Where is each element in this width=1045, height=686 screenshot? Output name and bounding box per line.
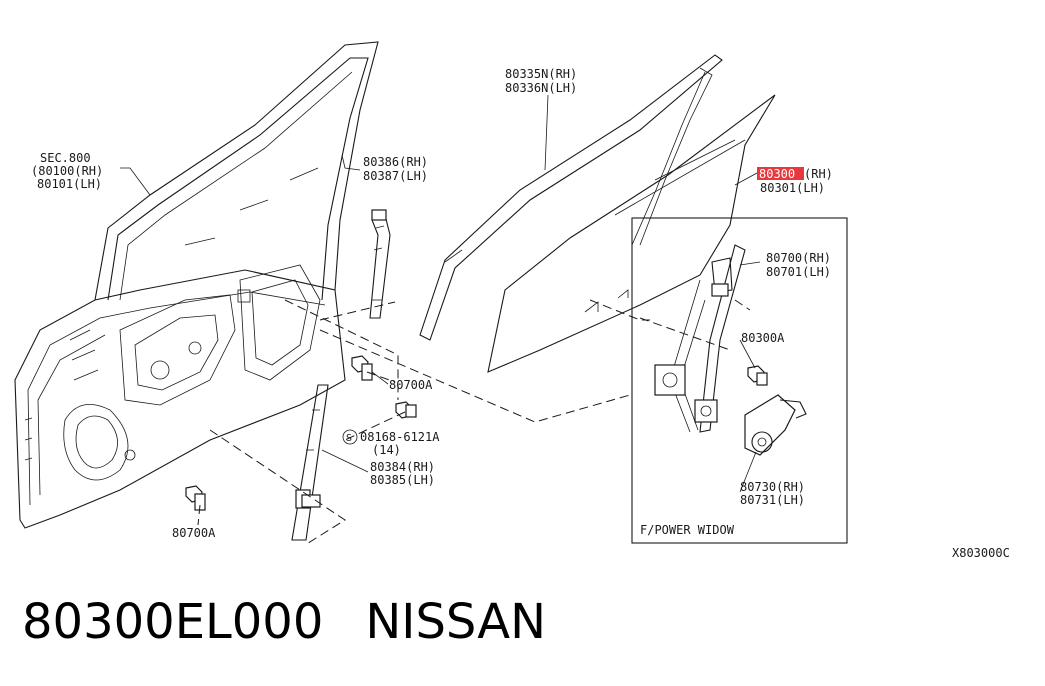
front-door-shell [14, 41, 379, 529]
label-80731: 80731(LH) [740, 493, 805, 507]
part-labels: SEC.800 (80100(RH) 80101(LH) 80335N(RH) … [31, 67, 1010, 560]
label-80300a: 80300A [741, 331, 785, 345]
label-08168-qty: (14) [372, 443, 401, 457]
glass-run-channel [419, 54, 723, 341]
label-80300-rh: (RH) [804, 167, 833, 181]
label-80385: 80385(LH) [370, 473, 435, 487]
highlight-80300 [757, 167, 804, 180]
label-80336n: 80336N(LH) [505, 81, 577, 95]
label-80384: 80384(RH) [370, 460, 435, 474]
label-80387: 80387(LH) [363, 169, 428, 183]
box-title: F/POWER WIDOW [640, 523, 735, 537]
brand-name: NISSAN [365, 594, 547, 650]
s-symbol: S [346, 433, 352, 444]
label-80701: 80701(LH) [766, 265, 831, 279]
parts-diagram: SEC.800 (80100(RH) 80101(LH) 80335N(RH) … [14, 41, 1010, 560]
door-glass [487, 94, 776, 373]
label-08168: 08168-6121A [360, 430, 440, 444]
diagram-code: X803000C [952, 546, 1010, 560]
label-80301: 80301(LH) [760, 181, 825, 195]
label-80335n: 80335N(RH) [505, 67, 577, 81]
label-sec-800: SEC.800 [40, 151, 91, 165]
label-80700: 80700(RH) [766, 251, 831, 265]
label-80386: 80386(RH) [363, 155, 428, 169]
s-symbol-circle [342, 429, 358, 445]
leader-lines [120, 94, 761, 493]
power-window-box [631, 217, 848, 544]
rear-sash [369, 209, 391, 319]
label-80700a-low: 80700A [172, 526, 216, 540]
assembly-guide-lines [197, 299, 731, 546]
label-80730: 80730(RH) [740, 480, 805, 494]
front-sash [291, 384, 329, 541]
part-number: 80300EL000 [22, 594, 324, 650]
label-80300-highlighted: 80300 [759, 167, 795, 181]
label-80700a-mid: 80700A [389, 378, 433, 392]
label-80101: 80101(LH) [37, 177, 102, 191]
label-80100: (80100(RH) [31, 164, 103, 178]
bolts [185, 355, 768, 511]
